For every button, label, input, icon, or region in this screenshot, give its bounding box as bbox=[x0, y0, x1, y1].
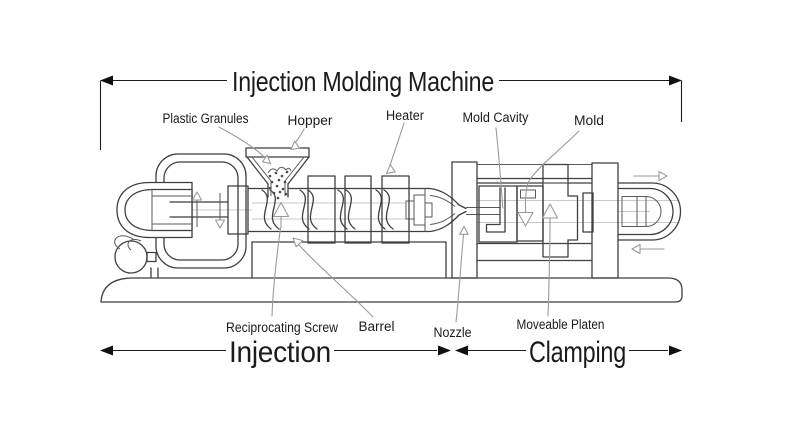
screw-up-arrow-icon bbox=[272, 201, 290, 218]
stationary-platen bbox=[451, 161, 478, 279]
hopper-lid bbox=[245, 147, 310, 158]
shaft-up-arrow-icon bbox=[191, 191, 203, 201]
reciprocating-screw-label: Reciprocating Screw bbox=[226, 320, 338, 335]
granule-pile bbox=[267, 166, 292, 174]
mold-cavity-channel bbox=[485, 187, 506, 233]
labels: Injection Molding Machine Plastic Granul… bbox=[163, 66, 627, 369]
mold-connector bbox=[582, 192, 594, 233]
nozzle-leader bbox=[455, 234, 465, 323]
barrel-support-block bbox=[251, 241, 447, 279]
mold-down-arrow-icon bbox=[517, 211, 534, 227]
shaft-down-arrow-icon bbox=[214, 219, 226, 229]
move-left-arrow-icon bbox=[631, 243, 641, 255]
moveable-platen-block bbox=[591, 162, 619, 279]
moveable-platen-label: Moveable Platen bbox=[517, 317, 605, 332]
hopper-assembly bbox=[245, 147, 310, 200]
move-right-arrow-icon bbox=[658, 170, 668, 182]
mold-cavity-leader bbox=[495, 127, 504, 209]
platen-up-arrow-icon bbox=[541, 203, 559, 219]
diagram-title: Injection Molding Machine bbox=[232, 66, 494, 97]
barrel-leader bbox=[298, 244, 374, 318]
overall-dimension bbox=[99, 75, 683, 150]
reciprocating-screw-leader bbox=[271, 227, 282, 317]
hopper-label: Hopper bbox=[288, 113, 334, 128]
clamping-unit bbox=[451, 161, 682, 279]
injection-section-label: Injection bbox=[229, 336, 331, 369]
mold-cavity-label: Mold Cavity bbox=[463, 110, 529, 125]
guide-lines bbox=[122, 200, 678, 223]
moveable-platen-leader bbox=[547, 231, 551, 317]
hopper-leader bbox=[294, 128, 305, 144]
nozzle-cone bbox=[429, 187, 467, 233]
heater-label: Heater bbox=[386, 108, 424, 123]
drive-shaft bbox=[169, 201, 229, 218]
pump-pipe bbox=[114, 235, 142, 251]
nozzle-label: Nozzle bbox=[434, 325, 472, 340]
hydraulic-pump bbox=[114, 240, 148, 274]
heater-leader bbox=[389, 122, 405, 167]
barrel-outline bbox=[247, 187, 431, 233]
plastic-granules-dots bbox=[268, 170, 289, 200]
mold-leader bbox=[525, 130, 580, 198]
clamping-section-label: Clamping bbox=[529, 336, 626, 369]
plastic-granules-label: Plastic Granules bbox=[163, 111, 249, 126]
barrel-rear-mount bbox=[227, 185, 249, 235]
machine-base bbox=[100, 241, 683, 303]
moveable-mold-half bbox=[542, 163, 579, 258]
section-dimensions bbox=[100, 345, 682, 356]
drive-unit bbox=[114, 153, 249, 279]
clamp-cylinder-outer bbox=[617, 182, 682, 241]
top-tie-bar bbox=[476, 177, 593, 184]
heater-bands bbox=[307, 175, 410, 244]
mold-label: Mold bbox=[574, 113, 604, 128]
screw-tip bbox=[405, 194, 433, 226]
barrel-label: Barrel bbox=[359, 319, 395, 334]
bottom-tie-bar bbox=[476, 242, 593, 262]
leader-lines bbox=[218, 122, 580, 323]
platen-motion-arrows bbox=[631, 170, 668, 255]
plastic-granules-leader bbox=[218, 126, 267, 160]
